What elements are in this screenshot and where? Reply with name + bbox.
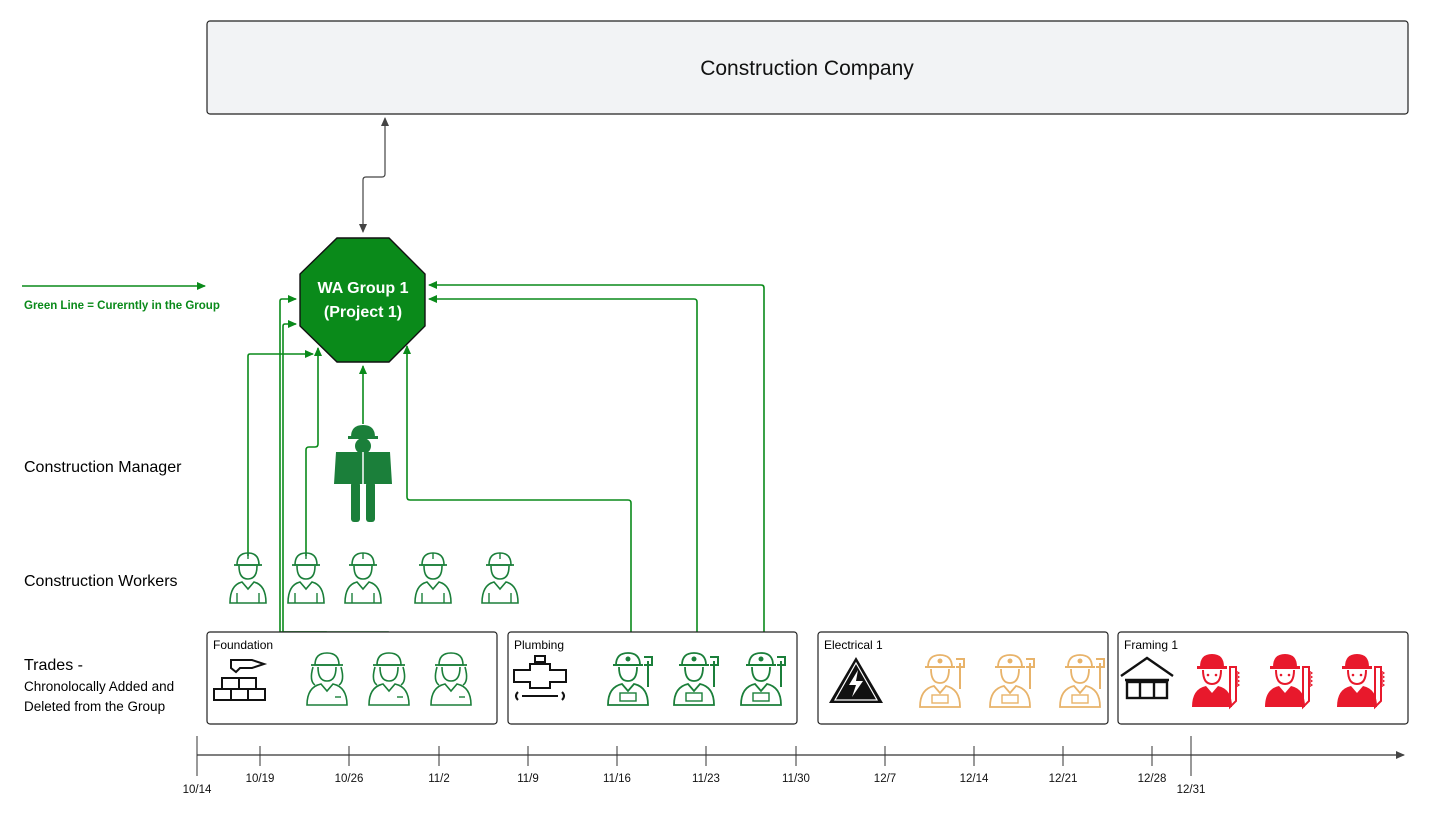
trade-box-plumbing[interactable]: Plumbing <box>507 631 798 725</box>
worker-icon[interactable] <box>287 552 325 604</box>
worker-icon[interactable] <box>229 552 267 604</box>
trade-name: Foundation <box>213 638 273 652</box>
membership-connectors <box>247 281 765 656</box>
company-box[interactable]: Construction Company <box>206 20 1409 115</box>
timeline-tick-label: 11/2 <box>428 773 450 785</box>
pipe-wrench-icon <box>513 655 567 701</box>
row-label-trades-sub1: Chronolocally Added and <box>24 679 174 694</box>
timeline: 10/14 10/19 10/26 11/2 11/9 11/16 11/23 11/30 12… <box>183 736 1405 796</box>
timeline-tick-label: 12/21 <box>1049 773 1078 785</box>
trade-box-foundation[interactable]: Foundation <box>206 631 498 725</box>
group-node[interactable]: WA Group 1 (Project 1) <box>299 237 426 363</box>
timeline-tick-label: 10/14 <box>183 784 212 796</box>
trade-box-electrical[interactable]: Electrical 1 <box>817 631 1109 725</box>
group-subtitle: (Project 1) <box>324 304 402 321</box>
timeline-tick-label: 12/28 <box>1138 773 1167 785</box>
trade-name: Electrical 1 <box>824 638 883 652</box>
row-label-manager: Construction Manager <box>24 459 182 476</box>
timeline-tick-label: 11/23 <box>692 773 720 785</box>
group-title: WA Group 1 <box>318 280 409 297</box>
timeline-tick-label: 11/30 <box>782 773 810 785</box>
company-group-connector <box>359 120 386 233</box>
timeline-tick-label: 11/16 <box>603 773 631 785</box>
row-label-trades: Trades - <box>24 657 83 674</box>
timeline-tick-label: 12/31 <box>1177 784 1206 796</box>
high-voltage-icon <box>829 657 883 703</box>
trade-name: Framing 1 <box>1124 638 1178 652</box>
worker-icon[interactable] <box>344 552 382 604</box>
trade-box-framing[interactable]: Framing 1 <box>1117 631 1409 725</box>
trade-name: Plumbing <box>514 638 564 652</box>
worker-icon[interactable] <box>414 552 452 604</box>
timeline-ticks: 10/14 10/19 10/26 11/2 11/9 11/16 11/23 11/30 12… <box>183 736 1206 796</box>
manager-icon[interactable] <box>334 425 392 522</box>
legend-text: Green Line = Curerntly in the Group <box>24 300 220 312</box>
timeline-tick-label: 11/9 <box>517 773 539 785</box>
house-frame-icon <box>1120 656 1174 700</box>
bricks-icon <box>213 659 268 701</box>
timeline-tick-label: 12/14 <box>960 773 989 785</box>
worker-icon[interactable] <box>481 552 519 604</box>
company-title: Construction Company <box>700 57 914 80</box>
timeline-tick-label: 10/19 <box>246 773 275 785</box>
row-label-trades-sub2: Deleted from the Group <box>24 699 165 714</box>
timeline-tick-label: 10/26 <box>335 773 364 785</box>
row-label-workers: Construction Workers <box>24 573 178 590</box>
timeline-tick-label: 12/7 <box>874 773 896 785</box>
